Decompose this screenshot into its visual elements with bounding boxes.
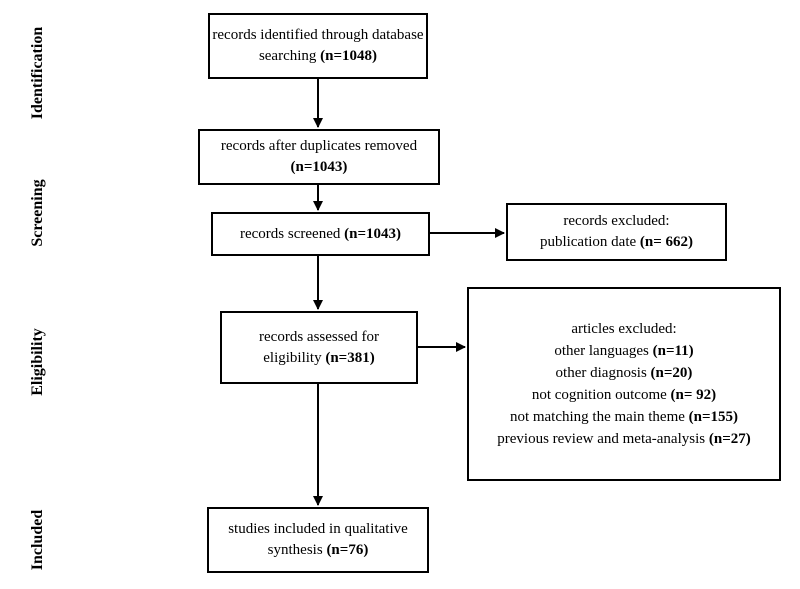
box-records-identified: records identified through database sear… [208,13,428,79]
assessed-label: records assessed for eligibility [259,328,379,366]
excluded-reason: publication date [539,234,640,250]
included-count: (n=76) [326,542,369,558]
after-duplicates-label: records after duplicates removed [220,138,418,154]
screened-label: records screened [240,225,345,242]
box-articles-excluded: articles excluded: other languages (n=11… [467,287,781,481]
assessed-count: (n=381) [325,349,375,366]
exclusion-item: other diagnosis (n=20) [555,365,693,381]
box-records-identified-text: records identified through database sear… [210,25,426,67]
excluded-title: records excluded: [563,213,670,229]
identified-count: (n=1048) [320,48,378,64]
box-records-screened: records screened (n=1043) [211,212,430,256]
included-label: studies included in qualitative synthesi… [228,521,408,558]
box-studies-included: studies included in qualitative synthesi… [207,507,429,573]
exclusion-item: not matching the main theme (n=155) [509,409,739,425]
exclusion-item: other languages (n=11) [554,343,694,359]
exclusion-item: previous review and meta-analysis (n=27) [497,431,751,447]
articles-excluded-title: articles excluded: [571,321,677,337]
box-assessed-eligibility: records assessed for eligibility (n=381) [220,311,418,384]
screened-count: (n=1043) [344,225,401,242]
excluded-count: (n= 662) [639,234,694,250]
box-after-duplicates: records after duplicates removed (n=1043… [198,129,440,185]
box-records-excluded: records excluded: publication date (n= 6… [506,203,727,261]
exclusion-item: not cognition outcome (n= 92) [531,387,717,403]
after-duplicates-count: (n=1043) [290,159,348,175]
identified-label: records identified through database sear… [212,27,424,64]
